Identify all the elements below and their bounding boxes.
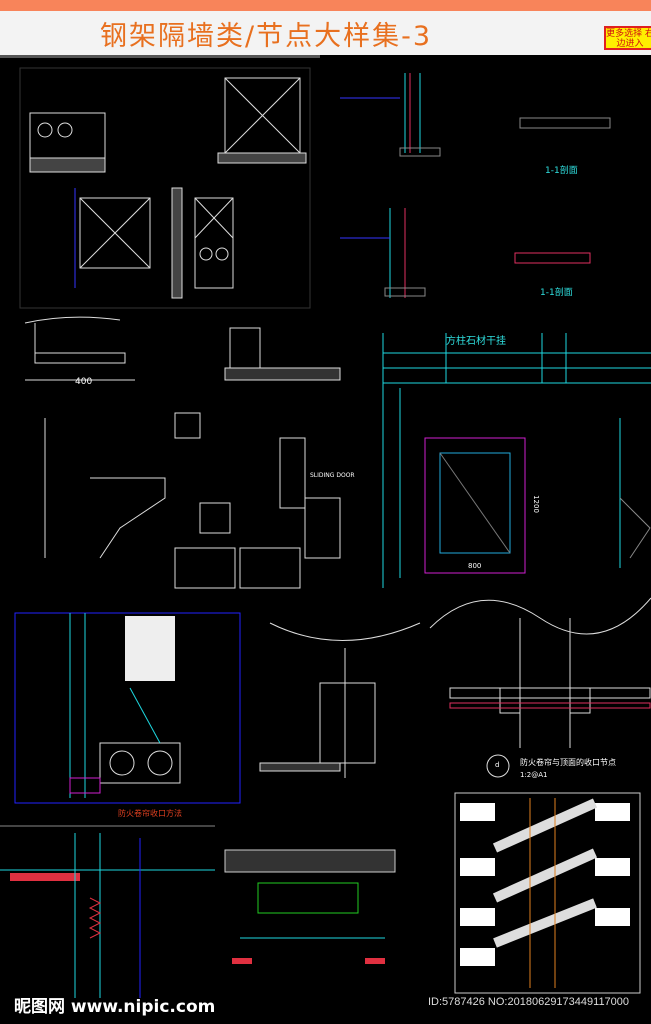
detail-scale: 1:2@A1 — [520, 771, 548, 779]
section-detail-panel — [340, 73, 611, 298]
ceiling-junction-panel — [259, 622, 421, 778]
page-title: 钢架隔墙类/节点大样集-3 — [100, 21, 433, 52]
image-id: ID:5787426 NO:20180629173449117000 — [428, 996, 630, 1008]
door-label: SLIDING DOOR — [310, 472, 355, 479]
ceiling-detail-panel — [24, 316, 341, 589]
dimension-label: 1200 — [531, 495, 540, 513]
more-options-button[interactable]: 更多选择 右边进入 — [604, 26, 651, 50]
detail-title: 防火卷帘与顶面的收口节点 — [520, 758, 616, 767]
section-label: 1-1剖面 — [540, 288, 573, 298]
wall-detail-panel — [19, 67, 311, 309]
top-bar — [0, 0, 651, 11]
wave-ceiling-panel — [429, 597, 651, 748]
column-stone-panel — [382, 333, 651, 588]
shutter-ceiling-panel — [224, 849, 396, 964]
column-title: 方柱石材干挂 — [446, 336, 506, 347]
dimension-label: 800 — [468, 562, 482, 570]
detail-marker: d — [495, 761, 500, 769]
header — [0, 11, 651, 55]
shutter-box-panel — [0, 825, 215, 998]
watermark: 昵图网 www.nipic.com — [14, 997, 216, 1017]
detail-title: 防火卷帘收口方法 — [118, 809, 182, 818]
dimension-label: 400 — [75, 377, 93, 387]
fire-shutter-panel — [14, 612, 241, 804]
section-label: 1-1剖面 — [545, 166, 578, 176]
divider — [0, 55, 320, 58]
cad-drawing-sheet — [0, 67, 651, 998]
shutter-elevation-panel — [454, 754, 641, 994]
